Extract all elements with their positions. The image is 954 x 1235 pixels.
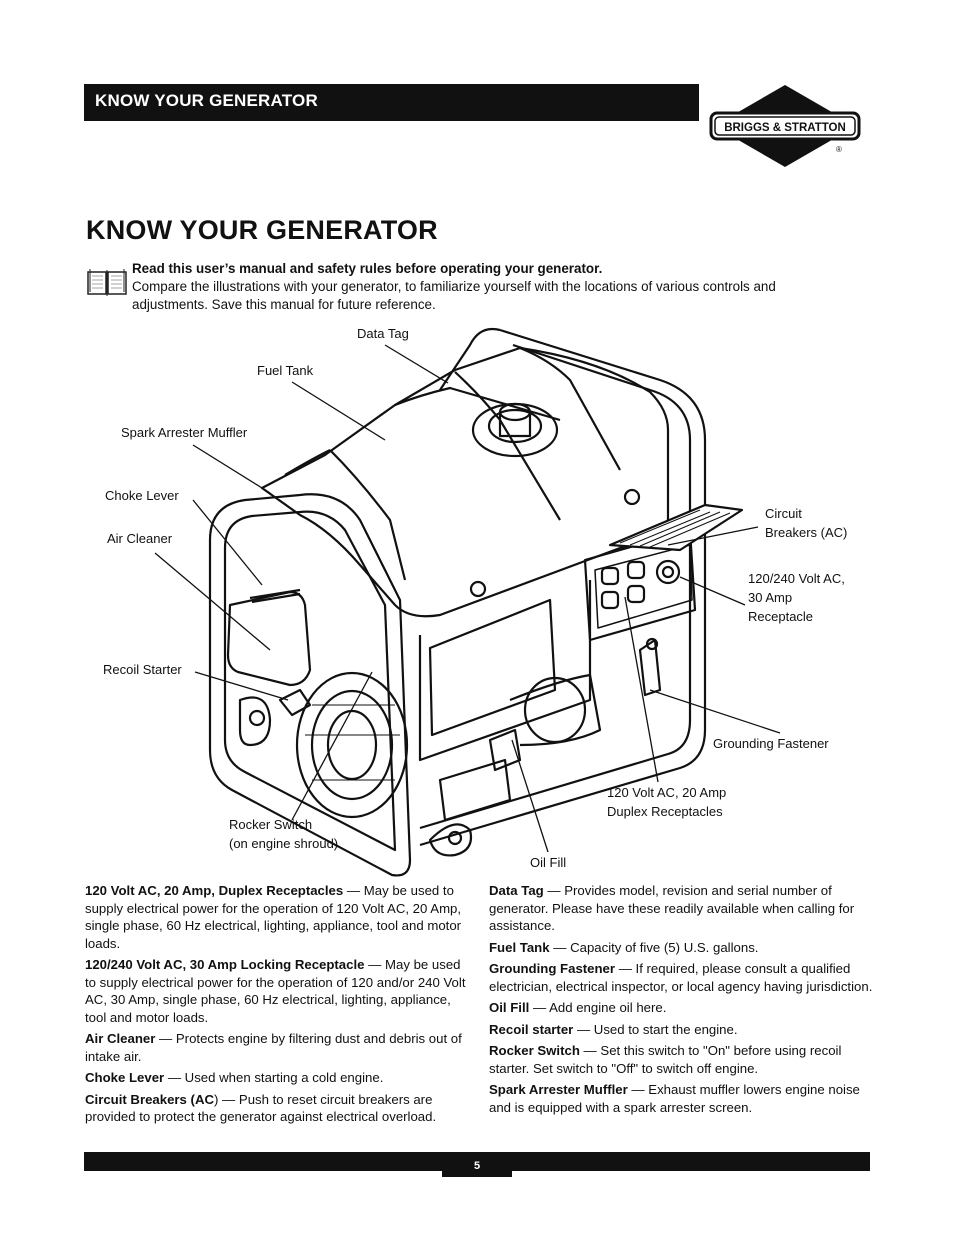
page-title: KNOW YOUR GENERATOR [86,215,438,245]
air-cleaner [226,590,312,687]
desc-rocker-switch: Rocker Switch — Set this switch to "On" … [489,1043,842,1076]
header-bar [84,84,699,121]
briggs-stratton-logo: BRIGGS & STRATTON ® [709,85,861,167]
desc-recoil-starter: Recoil starter — Used to start the engin… [489,1021,738,1037]
fuel-cap [471,402,559,458]
desc-air-cleaner: Air Cleaner — Protects engine by filteri… [85,1031,462,1064]
label-oil-fill: Oil Fill [530,855,567,870]
desc-grounding-fastener: Grounding Fastener — If required, please… [489,961,873,994]
label-choke-lever: Choke Lever [105,488,179,503]
header-section-title: KNOW YOUR GENERATOR [95,91,318,110]
desc-fuel-tank: Fuel Tank — Capacity of five (5) U.S. ga… [489,939,759,955]
book-icon [87,269,127,296]
desc-spark-arrester: Spark Arrester Muffler — Exhaust muffler… [489,1082,860,1115]
svg-text:BRIGGS & STRATTON: BRIGGS & STRATTON [724,122,846,134]
label-receptacle-30-1: 120/240 Volt AC, [748,571,845,586]
desc-duplex-receptacles: 120 Volt AC, 20 Amp, Duplex Receptacles … [85,883,462,951]
intro-text: Compare the illustrations with your gene… [132,279,776,312]
intro-paragraph: Read this user’s manual and safety rules… [132,260,852,314]
desc-circuit-breakers: Circuit Breakers (AC) — Push to reset ci… [85,1091,437,1125]
frame-left [208,493,412,877]
footer-bar-right [512,1152,870,1171]
label-recoil-starter: Recoil Starter [103,662,182,677]
label-spark-arrester: Spark Arrester Muffler [121,425,248,440]
label-duplex-1: 120 Volt AC, 20 Amp [607,785,727,800]
label-rocker-switch: Rocker Switch [229,817,313,832]
page-number: 5 [442,1152,512,1177]
label-data-tag: Data Tag [357,326,409,341]
desc-data-tag: Data Tag — Provides model, revision and … [489,883,855,933]
label-circuit-breakers-2: Breakers (AC) [765,525,848,540]
desc-choke-lever: Choke Lever — Used when starting a cold … [85,1070,384,1085]
label-air-cleaner: Air Cleaner [107,531,173,546]
label-duplex-2: Duplex Receptacles [607,804,723,819]
generator-diagram [154,327,781,877]
desc-locking-receptacle: 120/240 Volt AC, 30 Amp Locking Receptac… [85,957,466,1025]
label-fuel-tank: Fuel Tank [257,363,314,378]
intro-bold: Read this user’s manual and safety rules… [132,261,603,276]
label-circuit-breakers-1: Circuit [765,506,802,521]
footer-bar-left [84,1152,442,1171]
recoil-starter [295,671,409,819]
descriptions-left: 120 Volt AC, 20 Amp, Duplex Receptacles … [85,882,470,1130]
desc-oil-fill: Oil Fill — Add engine oil here. [489,1000,667,1015]
label-receptacle-30-2: 30 Amp [748,590,793,605]
label-receptacle-30-3: Receptacle [748,609,814,624]
label-grounding-fastener: Grounding Fastener [713,736,829,751]
fuel-tank [260,346,670,618]
frame-right [419,328,707,847]
descriptions-right: Data Tag — Provides model, revision and … [489,882,874,1120]
label-rocker-switch-note: (on engine shroud) [229,836,339,851]
svg-text:®: ® [836,145,842,154]
